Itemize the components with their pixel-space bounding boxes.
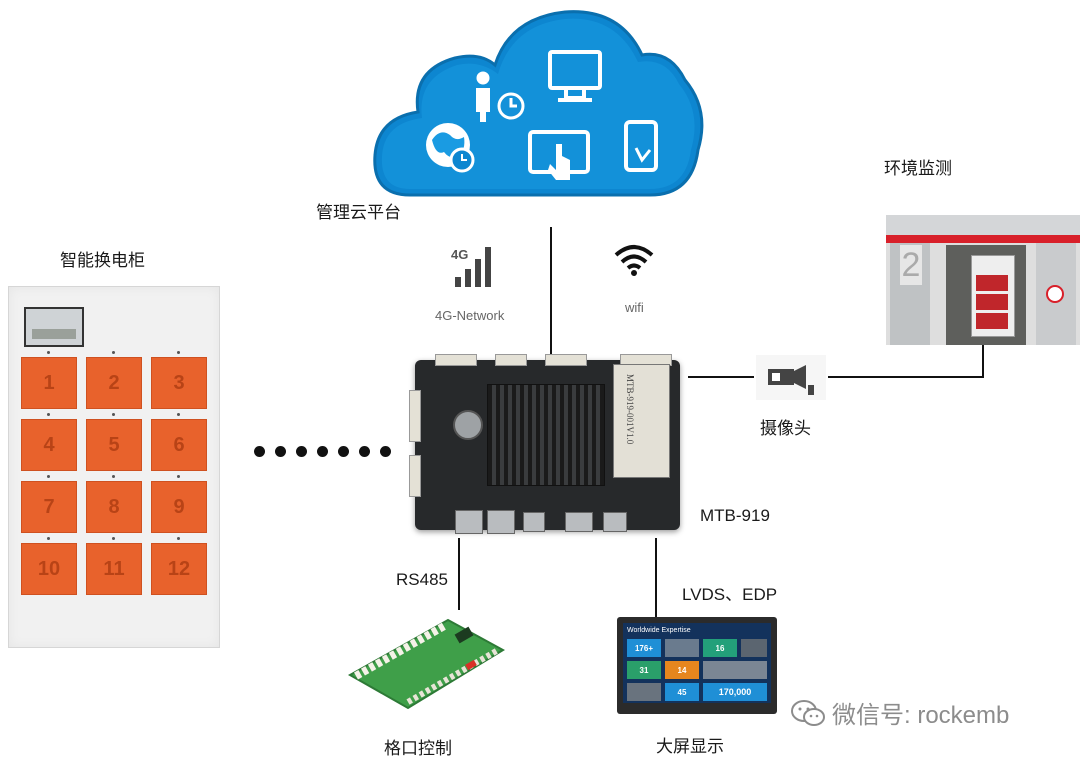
dot xyxy=(359,446,370,457)
heatsink xyxy=(487,384,605,486)
door-indicator xyxy=(177,475,180,478)
line-env-down xyxy=(982,345,984,378)
wifi-icon xyxy=(614,245,654,276)
display-tile: 31 xyxy=(627,661,661,679)
cloud-label: 管理云平台 xyxy=(316,203,401,223)
cabinet-screen xyxy=(24,307,84,347)
camera-icon xyxy=(756,355,826,400)
line-board-camera xyxy=(688,376,754,378)
globe-clock-icon xyxy=(426,123,475,173)
cabinet-door: 9 xyxy=(151,481,207,533)
door-indicator xyxy=(112,413,115,416)
wifi-label: wifi xyxy=(625,300,644,315)
display-tile: 45 xyxy=(665,683,699,701)
door-indicator xyxy=(177,351,180,354)
coin-battery xyxy=(453,410,483,440)
cabinet-door: 8 xyxy=(86,481,142,533)
network-4g-label: 4G-Network xyxy=(435,308,505,323)
dot xyxy=(380,446,391,457)
watermark: 微信号: rockemb xyxy=(790,695,1009,730)
door-indicator xyxy=(177,537,180,540)
door-indicator xyxy=(112,475,115,478)
user-clock-icon xyxy=(476,71,525,122)
lvds-label: LVDS、EDP xyxy=(682,585,778,604)
dot xyxy=(275,446,286,457)
cabinet-door: 11 xyxy=(86,543,142,595)
monitor-icon xyxy=(548,50,602,102)
door-indicator xyxy=(177,413,180,416)
cabinet-door: 7 xyxy=(21,481,77,533)
watermark-text: 微信号: rockemb xyxy=(832,702,1010,729)
cabinet-door: 3 xyxy=(151,357,207,409)
dot xyxy=(317,446,328,457)
large-display: Worldwide Expertise 176+ 16 31 14 45 170… xyxy=(617,617,777,714)
display-tile xyxy=(741,639,767,657)
env-label: 环境监测 xyxy=(884,159,952,179)
dot xyxy=(296,446,307,457)
dot xyxy=(338,446,349,457)
signal-4g-text: 4G xyxy=(451,247,468,262)
door-indicator xyxy=(47,537,50,540)
cabinet-door: 4 xyxy=(21,419,77,471)
display-tile xyxy=(703,661,767,679)
dot xyxy=(254,446,265,457)
camera-label: 摄像头 xyxy=(760,419,811,439)
tablet-touch-icon xyxy=(528,130,590,180)
cabinet-door: 2 xyxy=(86,357,142,409)
display-content: Worldwide Expertise 176+ 16 31 14 45 170… xyxy=(623,623,771,703)
display-tile: 170,000 xyxy=(703,683,767,701)
door-indicator xyxy=(112,537,115,540)
line-board-io xyxy=(458,538,460,610)
cabinet-door: 10 xyxy=(21,543,77,595)
cabinet-door: 1 xyxy=(21,357,77,409)
wechat-icon xyxy=(791,699,825,726)
door-indicator xyxy=(112,351,115,354)
io-label: 格口控制 xyxy=(384,739,452,759)
door-indicator xyxy=(47,351,50,354)
phone-icon xyxy=(624,120,658,172)
cabinet-door: 12 xyxy=(151,543,207,595)
cabinet-door: 6 xyxy=(151,419,207,471)
io-control-board xyxy=(347,618,505,710)
screen-label: 大屏显示 xyxy=(656,737,724,757)
line-cloud-board xyxy=(550,227,552,354)
line-board-screen xyxy=(655,538,657,618)
display-tile: 176+ xyxy=(627,639,661,657)
cloud-platform xyxy=(373,10,704,197)
display-tile xyxy=(627,683,661,701)
display-tile: 16 xyxy=(703,639,737,657)
environment-photo: 2 xyxy=(886,215,1080,345)
signal-4g-icon: 4G xyxy=(451,247,491,287)
board-label: MTB-919 xyxy=(700,506,770,525)
cabinet-door: 5 xyxy=(86,419,142,471)
door-indicator xyxy=(47,475,50,478)
rs485-label: RS485 xyxy=(396,570,448,589)
cabinet-label: 智能换电柜 xyxy=(60,251,145,271)
display-tile xyxy=(665,639,699,657)
display-tile: 14 xyxy=(665,661,699,679)
line-camera-env xyxy=(828,376,984,378)
mtb-919-board: MTB-919-001V1.0 xyxy=(409,354,680,534)
board-marking: MTB-919-001V1.0 xyxy=(625,374,635,445)
display-header: Worldwide Expertise xyxy=(627,626,691,634)
board-module xyxy=(613,364,670,478)
door-indicator xyxy=(47,413,50,416)
